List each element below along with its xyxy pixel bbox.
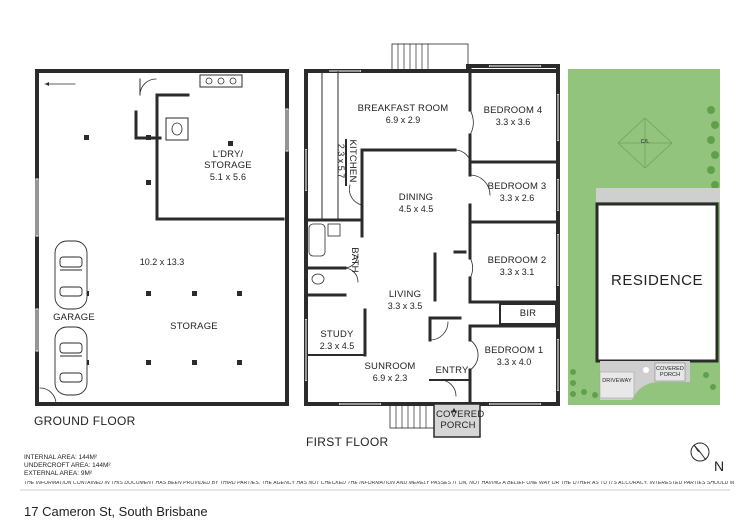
bath-label: BATH [349, 247, 360, 273]
bedroom-4-size: 3.3 x 3.6 [495, 116, 531, 127]
external-area: EXTERNAL AREA: 9M² [24, 470, 93, 477]
laundry-room-size: 5.1 x 5.6 [209, 171, 247, 182]
car-icon [54, 326, 88, 396]
bedroom-3-label: BEDROOM 3 3.3 x 2.6 [482, 181, 552, 203]
laundry-room-label: L'DRY/ STORAGE 5.1 x 5.6 [196, 149, 260, 182]
driveway-label: DRIVEWAY [602, 378, 632, 384]
bedroom-3-size: 3.3 x 2.6 [499, 192, 535, 203]
disclaimer-text: THE INFORMATION CONTAINED IN THIS DOCUME… [24, 481, 734, 486]
residence-label: RESIDENCE [610, 272, 704, 289]
bedroom-1-size: 3.3 x 4.0 [496, 356, 532, 367]
dining-size: 4.5 x 4.5 [398, 203, 434, 214]
study-label: STUDY 2.3 x 4.5 [312, 329, 362, 351]
living-label: LIVING 3.3 x 3.5 [380, 289, 430, 311]
first-floor-plan [304, 43, 560, 438]
north-arrow-icon [690, 442, 710, 462]
clothesline-label: C/L [640, 139, 650, 145]
car-icon [54, 240, 88, 310]
study-size: 2.3 x 4.5 [319, 340, 355, 351]
bedroom-2-size: 3.3 x 3.1 [499, 266, 535, 277]
kitchen-size: 2.3 x 5.7 [336, 143, 346, 179]
bedroom-1-name: BEDROOM 1 [484, 345, 544, 356]
entry-label: ENTRY [435, 365, 469, 376]
bedroom-2-name: BEDROOM 2 [487, 255, 547, 266]
dining-label: DINING 4.5 x 4.5 [388, 192, 444, 214]
laundry-room-name: L'DRY/ STORAGE [204, 149, 252, 171]
ground-floor-title: GROUND FLOOR [34, 414, 136, 428]
site-plan [568, 69, 720, 405]
breakfast-room-label: BREAKFAST ROOM 6.9 x 2.9 [357, 103, 449, 125]
sunroom-name: SUNROOM [364, 361, 416, 372]
kitchen-name: KITCHEN [347, 139, 358, 183]
bedroom-1-label: BEDROOM 1 3.3 x 4.0 [478, 345, 550, 367]
undercroft-area: UNDERCROFT AREA: 144M² [24, 462, 111, 469]
bedroom-3-name: BEDROOM 3 [487, 181, 547, 192]
property-address: 17 Cameron St, South Brisbane [24, 504, 208, 519]
internal-area: INTERNAL AREA: 144M² [24, 454, 98, 461]
breakfast-room-size: 6.9 x 2.9 [385, 114, 421, 125]
first-floor-title: FIRST FLOOR [306, 435, 389, 449]
ground-floor-plan [35, 69, 289, 406]
study-name: STUDY [320, 329, 354, 340]
garage-label: GARAGE [53, 312, 95, 323]
bedroom-2-label: BEDROOM 2 3.3 x 3.1 [482, 255, 552, 277]
site-covered-porch-label: COVERED PORCH [656, 366, 684, 379]
ground-floor-main-size: 10.2 x 13.3 [139, 257, 185, 267]
storage-label: STORAGE [170, 321, 218, 332]
living-name: LIVING [388, 289, 422, 300]
north-label: N [713, 458, 725, 474]
dining-name: DINING [398, 192, 434, 203]
sunroom-size: 6.9 x 2.3 [372, 372, 408, 383]
breakfast-room-name: BREAKFAST ROOM [357, 103, 449, 114]
living-size: 3.3 x 3.5 [387, 300, 423, 311]
bedroom-4-label: BEDROOM 4 3.3 x 3.6 [478, 105, 548, 127]
sunroom-label: SUNROOM 6.9 x 2.3 [360, 361, 420, 383]
entry-arrow-icon [451, 408, 457, 413]
bir-label: BIR [519, 308, 537, 319]
bedroom-4-name: BEDROOM 4 [483, 105, 543, 116]
covered-porch-label: COVERED PORCH [436, 409, 485, 431]
